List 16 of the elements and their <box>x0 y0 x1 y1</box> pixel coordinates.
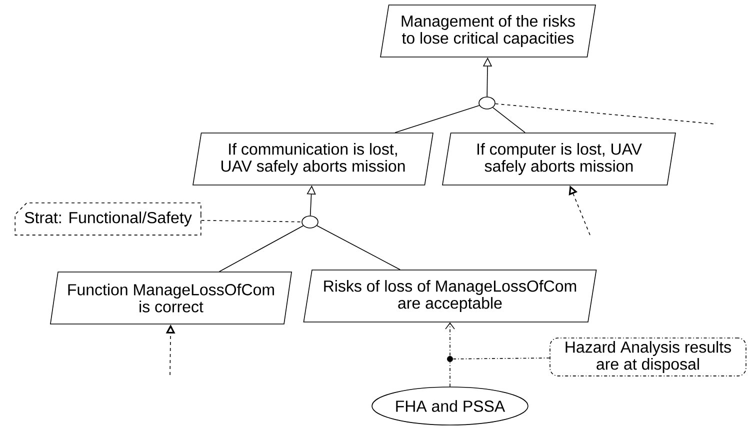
connector-line <box>492 107 526 133</box>
strategy-box: Strat: Functional/Safety <box>14 202 202 236</box>
junction-circle <box>302 216 318 228</box>
connector-line <box>200 220 302 222</box>
connector-line <box>453 358 550 360</box>
arrow <box>445 322 455 356</box>
connector-line <box>394 105 480 133</box>
goal-box: Management of the risks to lose critical capacities <box>380 4 596 58</box>
connector-line <box>218 225 304 272</box>
context-box: Hazard Analysis results are at disposal <box>550 338 746 376</box>
goal-box: Risks of loss of ManageLossOfCom are acceptable <box>303 270 597 322</box>
connector-line <box>316 225 400 270</box>
junction-circle <box>478 96 496 110</box>
goal-box: If computer is lost, UAV safely aborts mission <box>442 132 676 186</box>
connector-line <box>494 103 716 124</box>
goal-box: If communication is lost, UAV safely aborts mission <box>192 132 434 186</box>
